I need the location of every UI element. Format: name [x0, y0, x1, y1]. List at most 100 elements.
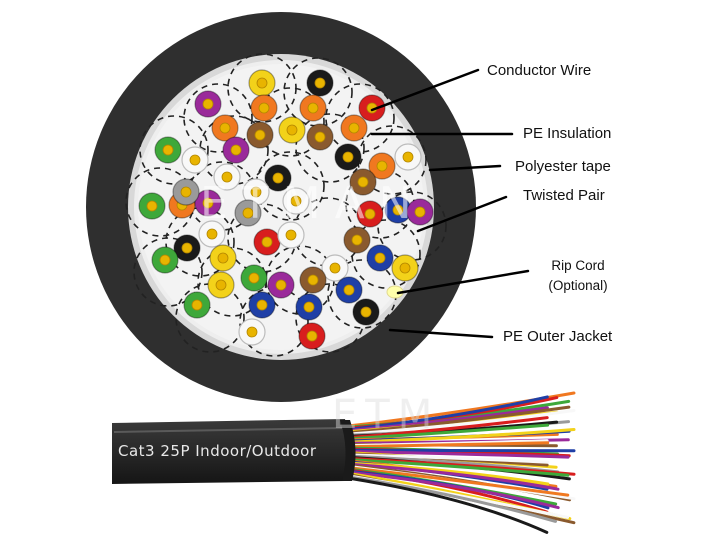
insulated-wire	[278, 116, 306, 144]
label-pe-insulation: PE Insulation	[523, 125, 612, 142]
fanned-wire	[346, 449, 570, 459]
fanned-wires-group	[346, 391, 576, 534]
insulated-wire	[194, 189, 222, 217]
insulated-wire	[138, 192, 166, 220]
watermark-cross-section: ETMAN	[200, 178, 426, 229]
insulated-wire	[154, 136, 182, 164]
insulated-wire	[267, 271, 295, 299]
fanned-wire	[346, 453, 550, 464]
insulated-wire	[151, 246, 179, 274]
cable-jacket-side	[112, 419, 349, 484]
insulated-wire	[194, 90, 222, 118]
pair-outline	[133, 237, 203, 307]
cable-print-text: Cat3 25P Indoor/Outdoor	[118, 442, 317, 460]
insulated-wire	[299, 266, 327, 294]
pair-outline	[199, 115, 269, 185]
insulated-wire	[298, 322, 326, 350]
insulated-wire	[173, 234, 201, 262]
insulated-wire	[234, 199, 262, 227]
insulated-wire	[306, 69, 334, 97]
fanned-wire	[346, 416, 549, 440]
insulated-wire	[222, 136, 250, 164]
watermark-cable: ETM	[332, 392, 441, 438]
conductor-wires-group	[138, 69, 434, 350]
pair-outline	[283, 57, 353, 127]
insulated-wire	[264, 164, 292, 192]
insulated-wire	[207, 271, 235, 299]
label-rip-cord: Rip Cord (Optional)	[540, 256, 616, 296]
insulated-wire	[246, 121, 274, 149]
insulated-wire	[238, 318, 266, 346]
insulated-wire	[277, 221, 305, 249]
insulated-wire	[394, 143, 422, 171]
insulated-wire	[198, 220, 226, 248]
pair-outline	[325, 83, 395, 153]
fanned-wire	[346, 448, 576, 453]
insulated-wire	[334, 143, 362, 171]
fanned-wire	[346, 476, 549, 534]
insulated-wire	[295, 293, 323, 321]
insulated-wire	[366, 244, 394, 272]
fanned-wire	[346, 462, 560, 491]
insulated-wire	[248, 69, 276, 97]
label-twisted-pair: Twisted Pair	[523, 187, 605, 204]
pair-outline	[377, 191, 447, 261]
fanned-wire	[346, 395, 549, 431]
insulated-wire	[356, 200, 384, 228]
leader-twisted-pair	[416, 195, 508, 233]
pair-outline	[351, 219, 421, 289]
insulated-wire	[181, 146, 209, 174]
insulated-wire	[391, 254, 419, 282]
insulated-wire	[242, 178, 270, 206]
insulated-wire	[406, 198, 434, 226]
cable-side-view	[112, 391, 576, 534]
fanned-wire	[346, 466, 570, 497]
fanned-wire	[346, 428, 576, 444]
insulated-wire	[240, 264, 268, 292]
insulated-wire	[253, 228, 281, 256]
pair-outline	[295, 113, 365, 183]
leader-rip-cord	[396, 269, 530, 295]
fanned-wire	[346, 441, 550, 449]
label-pe-outer-jacket: PE Outer Jacket	[503, 328, 613, 345]
pair-outline	[139, 115, 209, 185]
fanned-wire	[346, 405, 571, 435]
insulated-wire	[335, 276, 363, 304]
label-rip-cord-line1: Rip Cord	[551, 258, 605, 273]
cable-jacket-highlight	[113, 427, 343, 433]
insulated-wire	[211, 114, 239, 142]
leader-conductor-wire	[370, 68, 480, 112]
fanned-wire	[346, 458, 570, 477]
leader-lines	[370, 68, 530, 339]
insulated-wire	[248, 291, 276, 319]
label-rip-cord-line2: (Optional)	[548, 278, 608, 293]
insulated-wire	[306, 123, 334, 151]
pair-outline	[255, 151, 325, 221]
insulated-wire	[299, 94, 327, 122]
insulated-wire	[349, 168, 377, 196]
insulated-wire	[183, 291, 211, 319]
label-polyester-tape: Polyester tape	[515, 158, 611, 175]
insulated-wire	[172, 178, 200, 206]
insulated-wire	[321, 254, 349, 282]
insulated-wire	[250, 94, 278, 122]
insulated-wire	[358, 94, 386, 122]
leader-polyester-tape	[428, 164, 502, 172]
insulated-wire	[209, 244, 237, 272]
insulated-wire	[282, 187, 310, 215]
insulated-wire	[352, 298, 380, 326]
pair-outline	[255, 87, 325, 157]
fanned-wire	[346, 470, 560, 510]
label-conductor-wire: Conductor Wire	[487, 62, 592, 79]
insulated-wire	[340, 114, 368, 142]
insulated-wire	[368, 152, 396, 180]
insulated-wire	[213, 163, 241, 191]
insulated-wire	[343, 226, 371, 254]
cable-jacket-end	[340, 420, 356, 481]
pair-outline	[357, 125, 427, 195]
pair-outline	[183, 83, 253, 153]
fanned-wire	[346, 409, 576, 436]
fanned-wire	[346, 423, 550, 441]
